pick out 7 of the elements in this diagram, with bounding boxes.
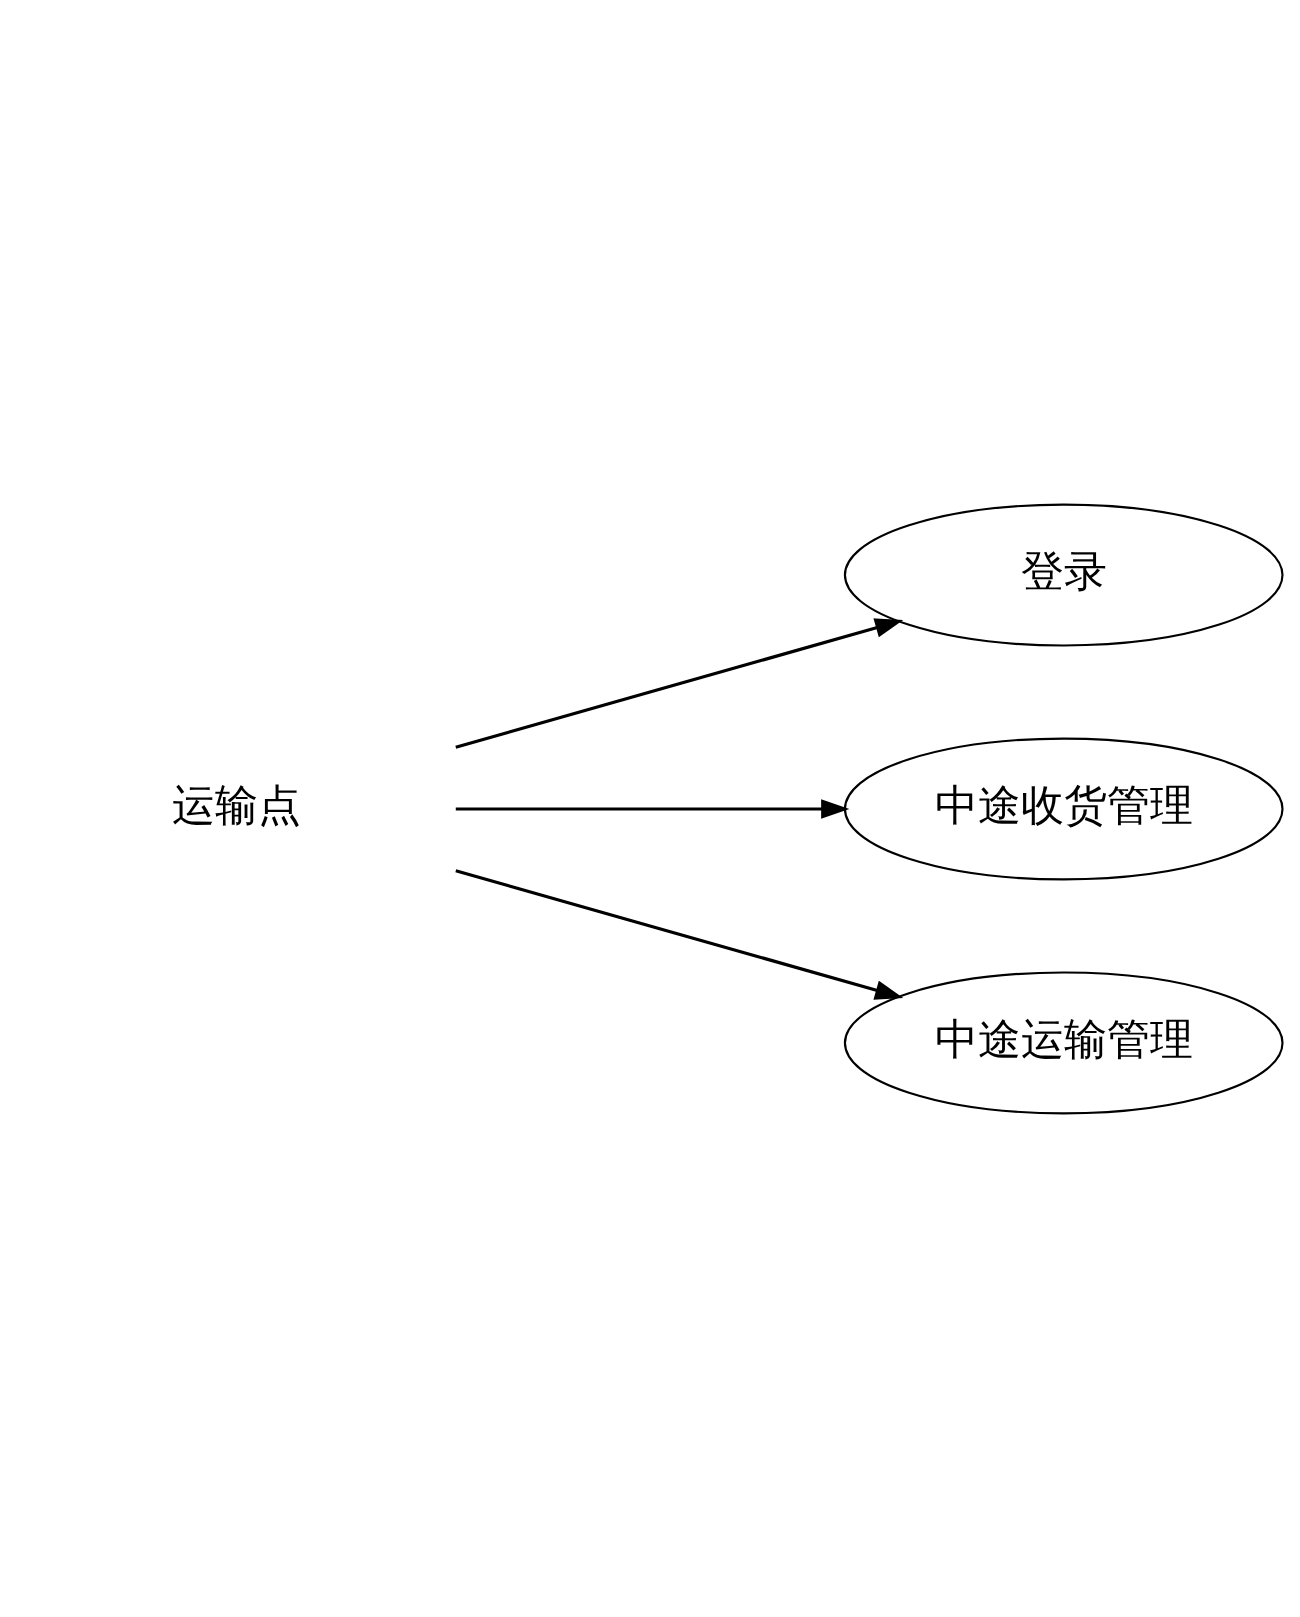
node-text: 运输点 bbox=[171, 779, 301, 830]
node-ellipse: 中途运输管理 bbox=[843, 970, 1284, 1114]
arrow bbox=[455, 868, 904, 1000]
node-ellipse: 中途收货管理 bbox=[843, 737, 1284, 880]
arrow bbox=[455, 798, 850, 819]
arrow bbox=[455, 617, 904, 749]
node-ellipse: 登录 bbox=[843, 503, 1284, 647]
